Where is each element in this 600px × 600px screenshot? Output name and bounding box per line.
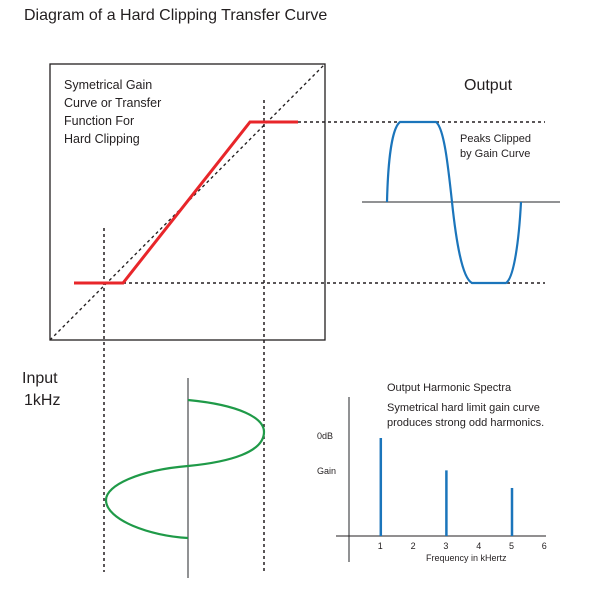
x-tick-label: 5 xyxy=(509,541,515,551)
note-line: Peaks Clipped xyxy=(460,133,531,145)
caption-line: Function For xyxy=(64,114,135,128)
output-label: Output xyxy=(464,77,513,94)
note-line: produces strong odd harmonics. xyxy=(387,417,545,429)
note-line: by Gain Curve xyxy=(460,148,531,160)
output-waveform xyxy=(385,120,523,285)
x-tick-label: 4 xyxy=(476,541,482,551)
y-label-gain: Gain xyxy=(317,466,337,476)
transfer-caption: Symetrical Gain Curve or Transfer Functi… xyxy=(64,76,161,148)
caption-line: Hard Clipping xyxy=(64,132,140,146)
x-tick-label: 2 xyxy=(410,541,416,551)
transfer-curve xyxy=(74,120,298,285)
output-note: Peaks Clipped by Gain Curve xyxy=(460,132,531,162)
input-waveform xyxy=(104,398,266,540)
diagram-title: Diagram of a Hard Clipping Transfer Curv… xyxy=(24,7,328,24)
x-tick-label: 6 xyxy=(541,541,547,551)
spectrum-xlabel: Frequency in kHertz xyxy=(426,553,507,563)
spectrum-title: Output Harmonic Spectra xyxy=(387,382,512,394)
input-label-line: Input xyxy=(22,370,58,387)
caption-line: Symetrical Gain xyxy=(64,78,153,92)
transfer-box xyxy=(49,63,326,341)
note-line: Symetrical hard limit gain curve xyxy=(387,402,540,414)
y-label-0db: 0dB xyxy=(317,431,334,441)
caption-line: Curve or Transfer xyxy=(64,96,162,110)
x-tick-label: 3 xyxy=(443,541,449,551)
spectrum-note: Symetrical hard limit gain curve produce… xyxy=(387,401,544,431)
input-label: Input 1kHz xyxy=(22,368,60,412)
input-label-line: 1kHz xyxy=(24,392,61,409)
x-tick-label: 1 xyxy=(377,541,383,551)
